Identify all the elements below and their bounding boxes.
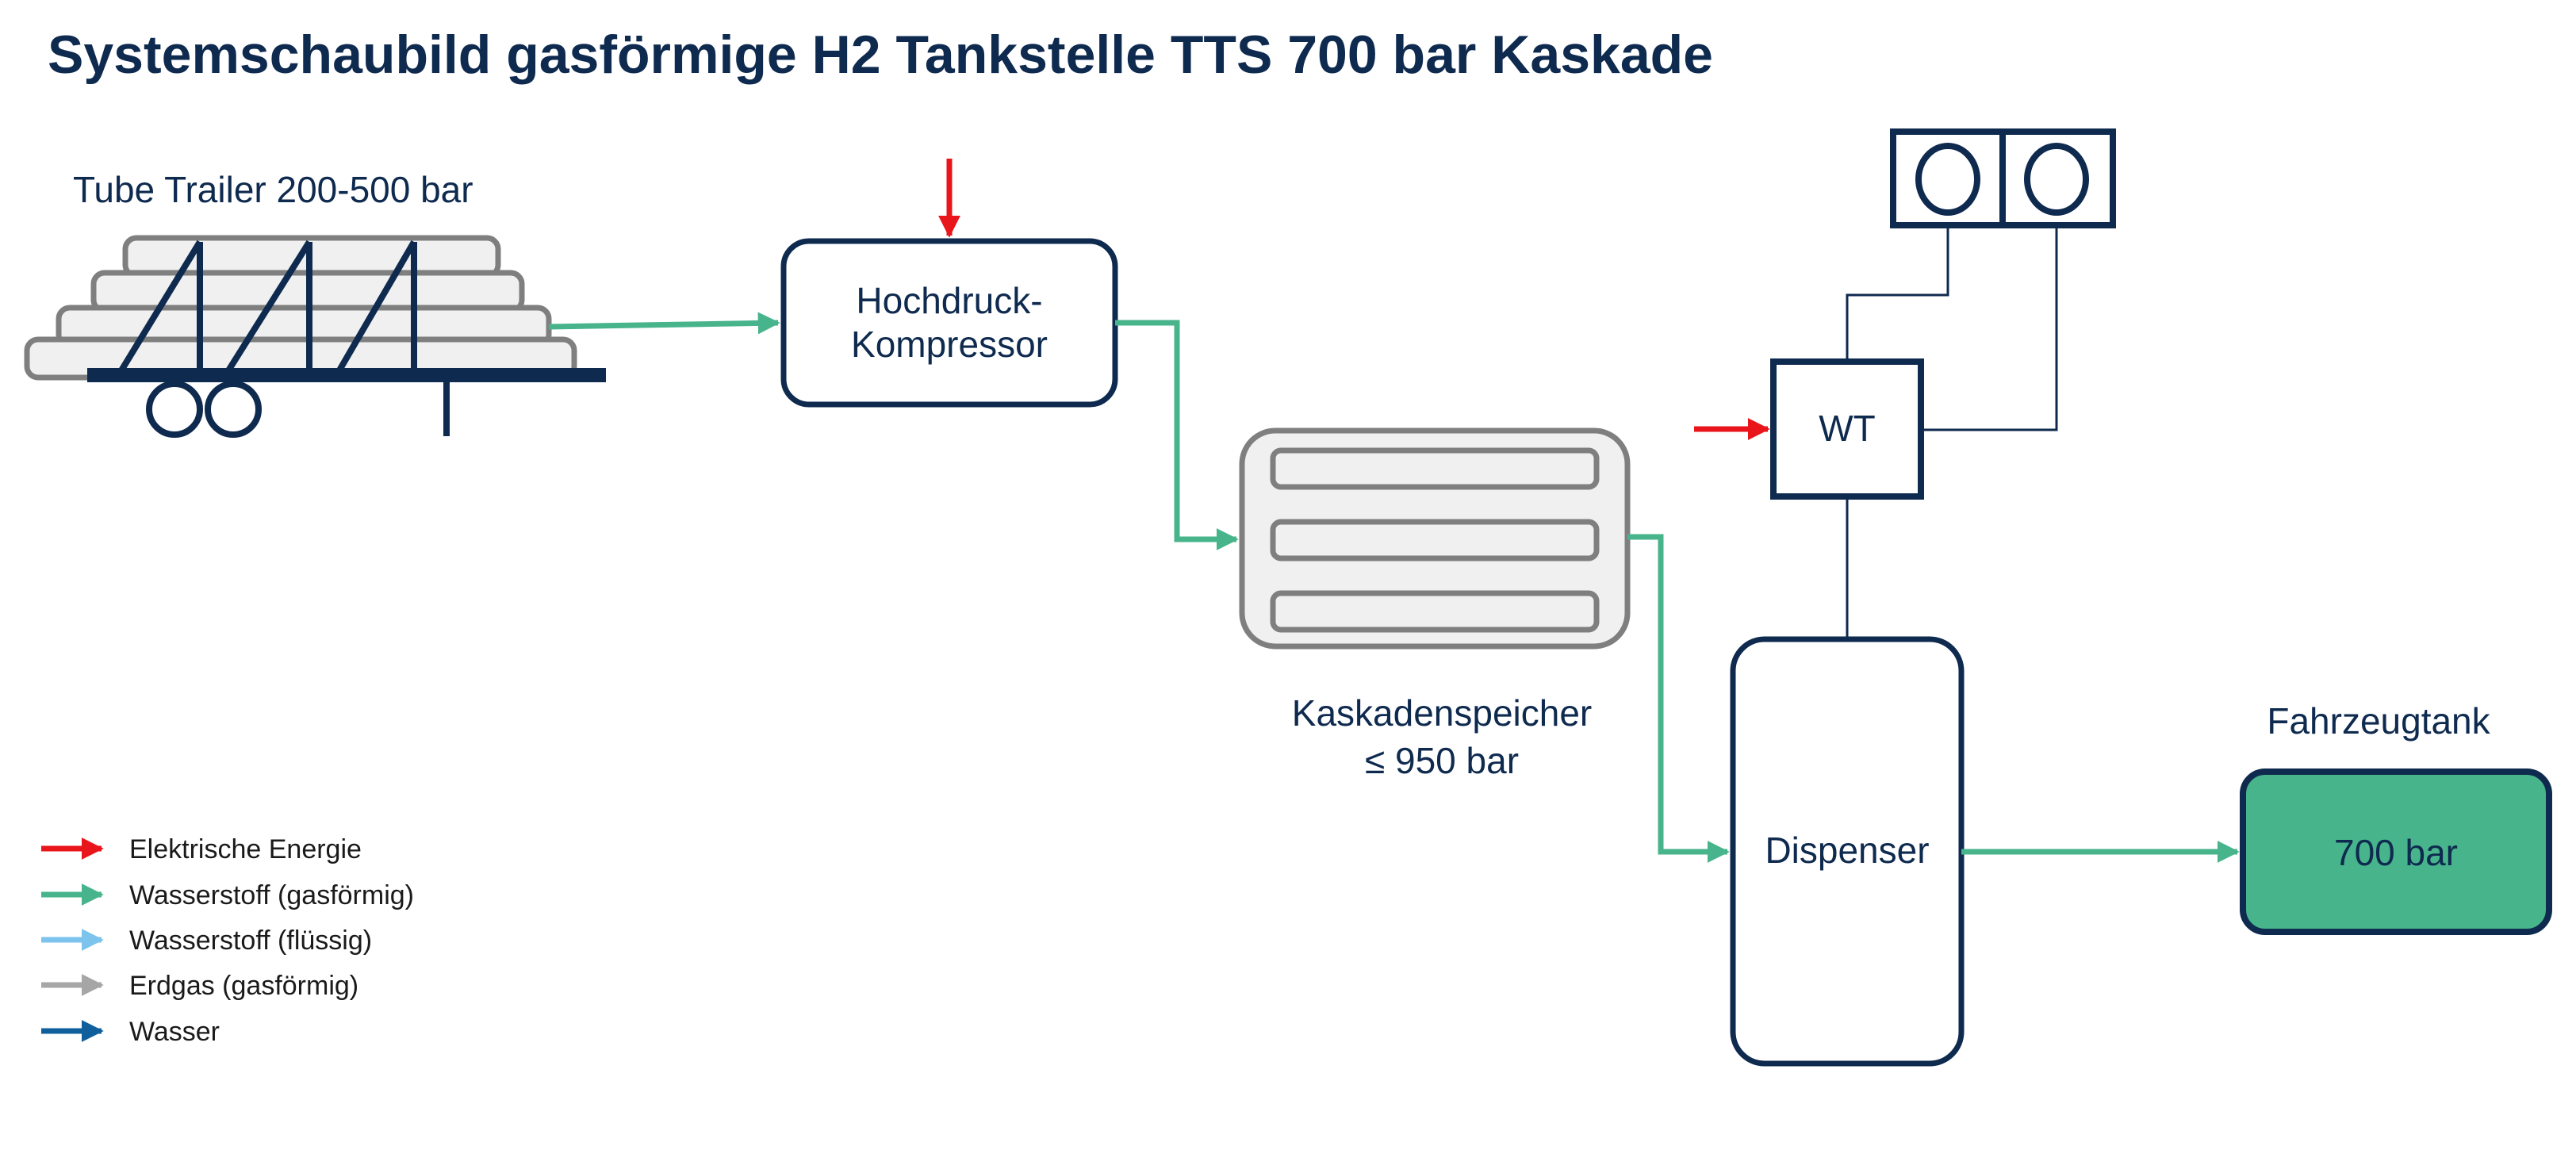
- vehicle-tank-label: 700 bar: [2334, 832, 2458, 873]
- heat-exchanger-box: WT: [1770, 358, 1924, 500]
- cooling-unit-icon: [1890, 128, 2116, 228]
- legend-item-hydrogen-gas: Wasserstoff (gasförmig): [41, 880, 414, 910]
- legend-item-natural-gas: Erdgas (gasförmig): [41, 971, 358, 1001]
- flow-trailer-to-compressor: [548, 312, 780, 335]
- cascade-storage-label: Kaskadenspeicher: [1292, 692, 1592, 734]
- legend-label: Erdgas (gasförmig): [129, 971, 358, 1001]
- cascade-storage-icon: [1239, 427, 1631, 650]
- legend-label: Wasserstoff (gasförmig): [129, 880, 414, 910]
- flow-compressor-to-storage: [1115, 320, 1239, 550]
- legend-item-hydrogen-liquid: Wasserstoff (flüssig): [41, 926, 372, 956]
- legend-item-water: Wasser: [41, 1017, 220, 1047]
- legend-label: Wasserstoff (flüssig): [129, 926, 372, 956]
- heat-exchanger-label: WT: [1819, 408, 1876, 449]
- flow-storage-to-dispenser: [1627, 534, 1730, 863]
- tube-trailer-label: Tube Trailer 200-500 bar: [73, 169, 473, 210]
- legend-item-electric: Elektrische Energie: [41, 834, 362, 864]
- tube-trailer-icon: [24, 235, 606, 438]
- legend: Elektrische Energie Wasserstoff (gasförm…: [41, 834, 414, 1047]
- cascade-storage-pressure: ≤ 950 bar: [1365, 740, 1519, 781]
- compressor-label-line1: Hochdruck-: [856, 280, 1042, 321]
- legend-label: Elektrische Energie: [129, 834, 362, 864]
- vehicle-tank-box: 700 bar: [2240, 768, 2552, 935]
- page-title: Systemschaubild gasförmige H2 Tankstelle…: [48, 25, 1713, 85]
- compressor-label-line2: Kompressor: [851, 324, 1048, 365]
- dispenser-label: Dispenser: [1765, 830, 1929, 871]
- vehicle-tank-title: Fahrzeugtank: [2267, 700, 2490, 742]
- dispenser-box: Dispenser: [1730, 636, 1965, 1067]
- coolant-lines: [1846, 228, 2058, 639]
- compressor-box: Hochdruck- Kompressor: [780, 238, 1118, 408]
- legend-label: Wasser: [129, 1017, 220, 1047]
